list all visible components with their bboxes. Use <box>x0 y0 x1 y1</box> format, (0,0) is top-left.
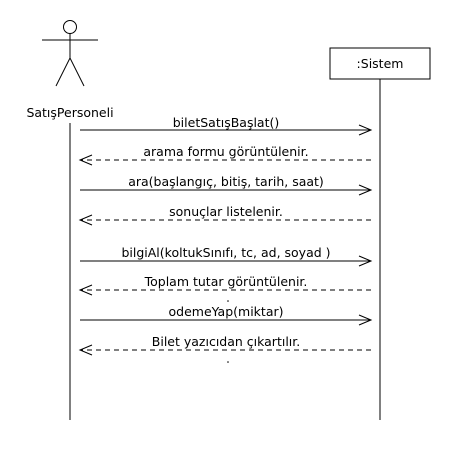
system-name: :Sistem <box>357 56 404 71</box>
arrowhead-icon <box>78 284 93 296</box>
actor-head <box>63 20 77 34</box>
message-arrow <box>80 255 373 267</box>
actor-name: SatışPersoneli <box>26 105 113 120</box>
arrowhead-icon <box>78 344 93 356</box>
arrowhead-icon <box>358 314 373 326</box>
message-label: Toplam tutar görüntülenir. <box>144 274 308 289</box>
arrowhead-icon <box>358 255 373 267</box>
message-arrow <box>78 284 371 296</box>
message-label: bilgiAl(koltukSınıfı, tc, ad, soyad ) <box>121 245 330 260</box>
stray-dot <box>227 361 229 363</box>
message-label: arama formu görüntülenir. <box>143 144 308 159</box>
message-arrow <box>78 154 371 166</box>
stray-dot <box>227 300 229 302</box>
message-arrow <box>78 344 371 356</box>
arrowhead-icon <box>78 154 93 166</box>
message-label: ara(başlangıç, bitiş, tarih, saat) <box>128 174 324 189</box>
actor-figure <box>42 20 98 87</box>
message-label: odemeYap(miktar) <box>169 304 284 319</box>
message-label: Bilet yazıcıdan çıkartılır. <box>152 334 300 349</box>
message-arrow <box>80 124 373 136</box>
message-arrow <box>80 314 373 326</box>
message-label: biletSatışBaşlat() <box>173 115 280 130</box>
actor-right-leg <box>69 57 85 87</box>
arrowhead-icon <box>358 184 373 196</box>
arrowhead-icon <box>358 124 373 136</box>
message-arrow <box>80 184 373 196</box>
messages: biletSatışBaşlat() arama formu görüntüle… <box>78 115 373 356</box>
arrowhead-icon <box>78 214 93 226</box>
actor-left-leg <box>55 57 71 87</box>
message-arrow <box>78 214 371 226</box>
message-label: sonuçlar listelenir. <box>169 204 283 219</box>
